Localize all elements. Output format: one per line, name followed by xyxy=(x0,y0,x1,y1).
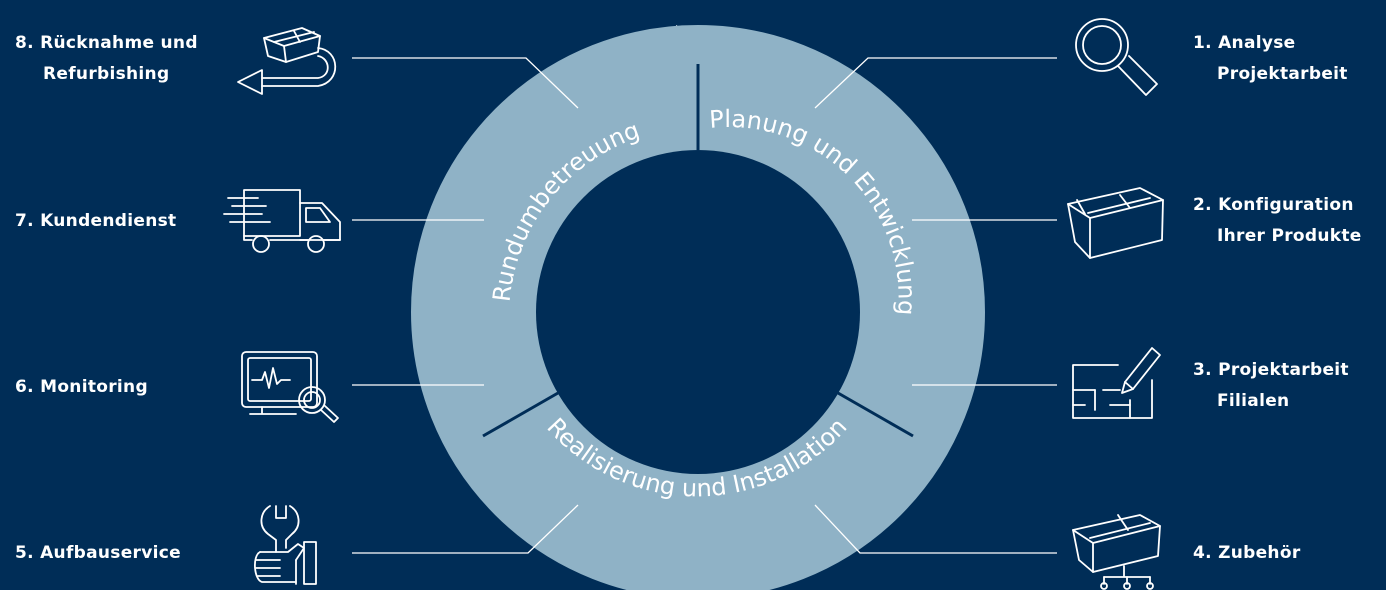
monitor-magnifier-icon xyxy=(241,351,339,423)
step-2-line-1: 2. Konfiguration xyxy=(1193,195,1354,215)
step-8-line-2: Refurbishing xyxy=(43,64,170,84)
floorplan-pencil-icon xyxy=(1072,347,1161,419)
leader-line-8 xyxy=(352,57,579,109)
hand-wrench-icon xyxy=(254,505,317,585)
delivery-truck-icon xyxy=(223,189,341,253)
step-6-label: 6. Monitoring xyxy=(15,372,148,403)
step-5-line-1: 5. Aufbauservice xyxy=(15,543,181,563)
step-3-line-2: Filialen xyxy=(1217,391,1290,411)
step-8-line-1: 8. Rücknahme und xyxy=(15,33,198,53)
step-3-line-1: 3. Projektarbeit xyxy=(1193,360,1349,380)
box-network-icon xyxy=(1072,514,1161,590)
step-4-label: 4. Zubehör xyxy=(1193,538,1301,569)
step-7-label: 7. Kundendienst xyxy=(15,206,176,237)
leader-line-4 xyxy=(814,504,1057,554)
step-6-line-1: 6. Monitoring xyxy=(15,377,148,397)
step-7-line-1: 7. Kundendienst xyxy=(15,211,177,231)
box-return-arrow-icon xyxy=(237,27,337,95)
step-4-line-1: 4. Zubehör xyxy=(1193,543,1301,563)
leader-line-1 xyxy=(814,57,1057,109)
step-1-label: 1. Analyse Projektarbeit xyxy=(1193,28,1348,90)
segment-divider xyxy=(482,391,559,438)
step-8-label: 8. Rücknahme und Refurbishing xyxy=(15,28,198,90)
magnifier-icon xyxy=(1075,18,1158,96)
step-2-line-2: Ihrer Produkte xyxy=(1217,226,1362,246)
step-1-line-1: 1. Analyse xyxy=(1193,33,1296,53)
step-2-label: 2. Konfiguration Ihrer Produkte xyxy=(1193,190,1362,252)
step-1-line-2: Projektarbeit xyxy=(1217,64,1348,84)
step-3-label: 3. Projektarbeit Filialen xyxy=(1193,355,1349,417)
leader-line-5 xyxy=(352,504,579,554)
center-circle xyxy=(536,150,860,474)
box-icon xyxy=(1067,187,1164,259)
step-5-label: 5. Aufbauservice xyxy=(15,538,181,569)
segment-divider xyxy=(837,391,914,438)
